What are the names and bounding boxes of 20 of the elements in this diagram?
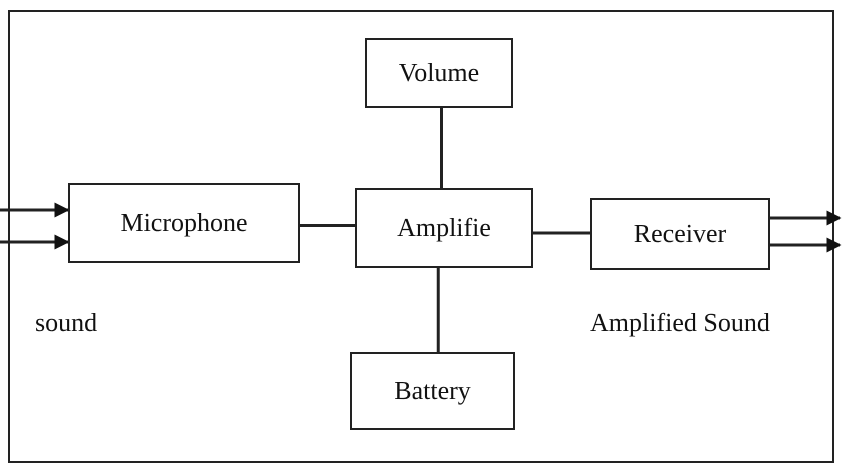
block-label: Amplifie [397,213,491,243]
arrow [0,202,70,218]
connector-line [440,108,443,188]
block-label: Microphone [120,208,248,238]
block-label: Battery [394,376,471,406]
block-label: Volume [398,58,480,88]
block-box [365,38,513,108]
arrow [770,210,842,226]
block-box [590,198,770,270]
connector-line [533,232,590,234]
block-box [68,183,300,263]
block-label: Receiver [634,219,726,249]
arrow [0,234,70,250]
connector-line [300,224,355,227]
block-box [350,352,515,430]
block-box [355,188,533,268]
signal-label: Amplified Sound [590,308,770,338]
signal-label: sound [35,308,98,338]
connector-line [436,268,440,352]
arrow [770,238,842,252]
